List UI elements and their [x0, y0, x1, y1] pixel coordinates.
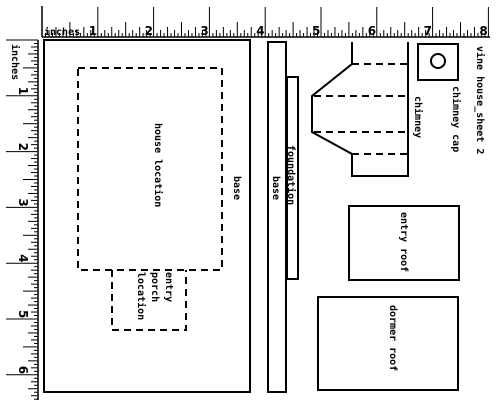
porch-label-location: location: [135, 272, 147, 320]
left-ruler-number: 2: [16, 143, 30, 151]
top-ruler-number: 2: [145, 24, 153, 38]
house-location-label: house location: [152, 123, 164, 207]
left-ruler-number: 1: [16, 87, 30, 95]
chimney-cap-panel: [417, 43, 459, 81]
base-strip-label: base: [270, 176, 281, 200]
top-ruler-number: 8: [479, 24, 487, 38]
sheet-title: vine house_sheet 2: [474, 46, 486, 154]
left-ruler-number: 4: [16, 254, 30, 262]
top-ruler-number: 4: [256, 24, 264, 38]
entry-roof-label: entry roof: [398, 212, 409, 272]
left-ruler: inches 1 2 3 4 5 6: [6, 39, 39, 400]
top-ruler-number: 5: [312, 24, 320, 38]
ruler-unit-label-top: inches: [44, 26, 80, 38]
foundation-strip: [286, 76, 299, 280]
porch-location-outline: [111, 270, 187, 331]
dormer-roof-panel: [317, 296, 459, 391]
base-label: base: [231, 176, 242, 200]
foundation-label: foundation: [285, 145, 297, 205]
top-ruler-number: 3: [200, 24, 208, 38]
top-ruler-ticks: [41, 7, 489, 37]
chimney-label: chimney: [412, 96, 424, 138]
house-location-outline: [77, 67, 223, 271]
left-ruler-number: 5: [16, 310, 30, 318]
entry-roof-panel: [348, 205, 460, 281]
left-ruler-number: 6: [16, 366, 30, 374]
base-strip: [267, 41, 287, 393]
chimney-cap-label: chimney cap: [450, 86, 462, 152]
porch-label-entry: entry: [163, 272, 174, 302]
porch-label-porch: porch: [149, 272, 160, 302]
left-ruler-ticks: [6, 39, 38, 400]
top-ruler-number: 7: [424, 24, 432, 38]
top-ruler-number: 1: [89, 24, 97, 38]
chimney-net: [311, 42, 409, 177]
left-ruler-number: 3: [16, 198, 30, 206]
base-panel: [43, 39, 251, 393]
top-ruler-number: 6: [368, 24, 376, 38]
chimney-cap-hole: [430, 53, 446, 69]
dormer-roof-label: dormer roof: [387, 305, 398, 371]
top-ruler: inches 1 2 3 4 5 6 7 8: [41, 6, 490, 38]
ruler-unit-label-left: inches: [9, 44, 21, 80]
